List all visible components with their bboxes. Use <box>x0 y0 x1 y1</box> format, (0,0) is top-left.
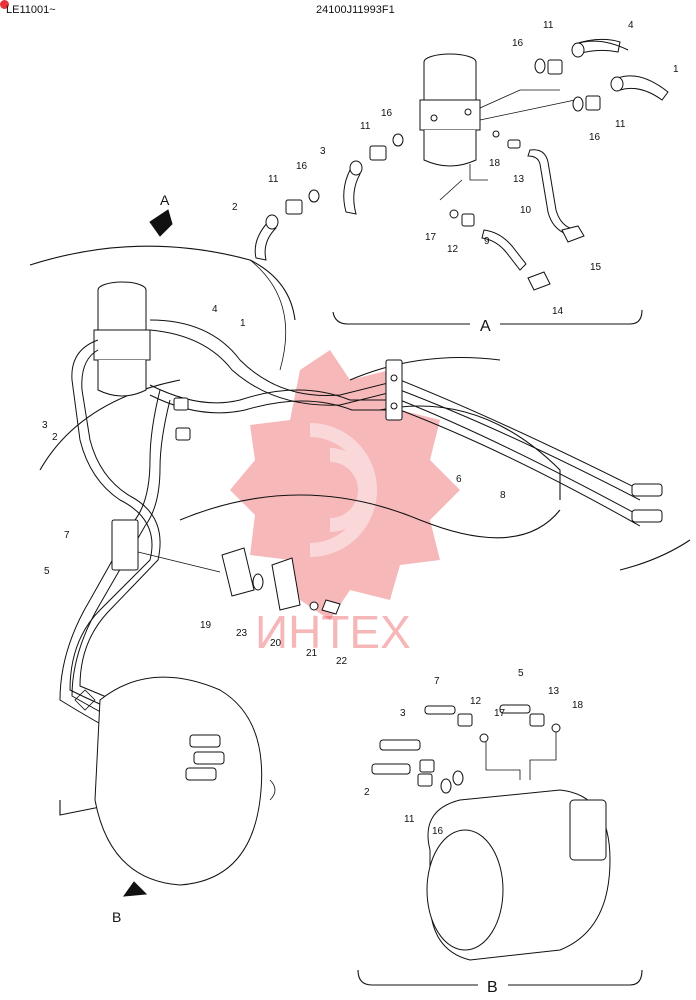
callout-number: 2 <box>52 432 58 443</box>
callout-number: 10 <box>520 205 532 216</box>
callout-number: 19 <box>200 620 212 631</box>
callout-number: 2 <box>232 202 238 213</box>
callout-number: 11 <box>360 121 371 132</box>
view-arrow-a-label: A <box>160 192 170 208</box>
callout-number: 17 <box>494 708 506 719</box>
main-view: A B <box>29 192 691 925</box>
serial-range: LE11001~ <box>6 4 56 16</box>
callout-number: 21 <box>306 648 318 659</box>
detail-a: A <box>254 38 669 335</box>
view-arrow-b-label: B <box>112 909 121 925</box>
detail-a-label: A <box>480 318 491 335</box>
callout-number: 16 <box>432 826 444 837</box>
callout-number: 18 <box>489 158 501 169</box>
callout-number: 3 <box>320 146 326 157</box>
callout-number: 16 <box>512 38 524 49</box>
callout-number: 15 <box>590 262 602 273</box>
callout-number: 3 <box>400 708 406 719</box>
callout-number: 13 <box>548 686 560 697</box>
callout-number: 16 <box>381 108 393 119</box>
detail-b: B <box>357 704 643 996</box>
corner-badge-icon <box>0 0 9 9</box>
callout-number: 18 <box>572 700 584 711</box>
callout-number: 11 <box>268 174 279 185</box>
callout-number: 20 <box>270 638 282 649</box>
callout-number: 6 <box>456 474 462 485</box>
callout-number: 12 <box>447 244 459 255</box>
callout-number: 11 <box>543 20 554 31</box>
main-callouts: 4 1 32 6 8 7 5 19 23 20 21 22 <box>42 304 506 667</box>
callout-number: 11 <box>404 814 415 825</box>
callout-number: 2 <box>364 787 370 798</box>
callout-number: 16 <box>589 132 601 143</box>
callout-number: 12 <box>470 696 482 707</box>
detail-a-callouts: 16 11 4 1 16 11 16 11 3 18 13 2 11 16 10 17 12 9 15 14 <box>232 20 679 317</box>
callout-number: 4 <box>212 304 218 315</box>
callout-number: 14 <box>552 306 564 317</box>
callout-number: 3 <box>42 420 48 431</box>
detail-b-callouts: 7 5 12 13 18 3 17 2 11 16 <box>364 668 584 837</box>
callout-number: 1 <box>240 318 246 329</box>
callout-number: 5 <box>518 668 524 679</box>
callout-number: 5 <box>44 566 50 577</box>
callout-number: 11 <box>615 119 626 130</box>
callout-number: 8 <box>500 490 506 501</box>
callout-number: 13 <box>513 174 525 185</box>
callout-number: 23 <box>236 628 248 639</box>
callout-number: 4 <box>628 20 634 31</box>
drawing-code: 24100J11993F1 <box>316 4 395 16</box>
callout-number: 7 <box>434 676 440 687</box>
callout-number: 1 <box>673 64 679 75</box>
callout-number: 7 <box>64 530 70 541</box>
detail-b-label: B <box>487 979 498 996</box>
watermark-text: ИНТЕХ <box>255 606 411 658</box>
callout-number: 17 <box>425 232 437 243</box>
callout-number: 16 <box>296 161 308 172</box>
callout-number: 22 <box>336 656 348 667</box>
callout-number: 9 <box>484 236 490 247</box>
